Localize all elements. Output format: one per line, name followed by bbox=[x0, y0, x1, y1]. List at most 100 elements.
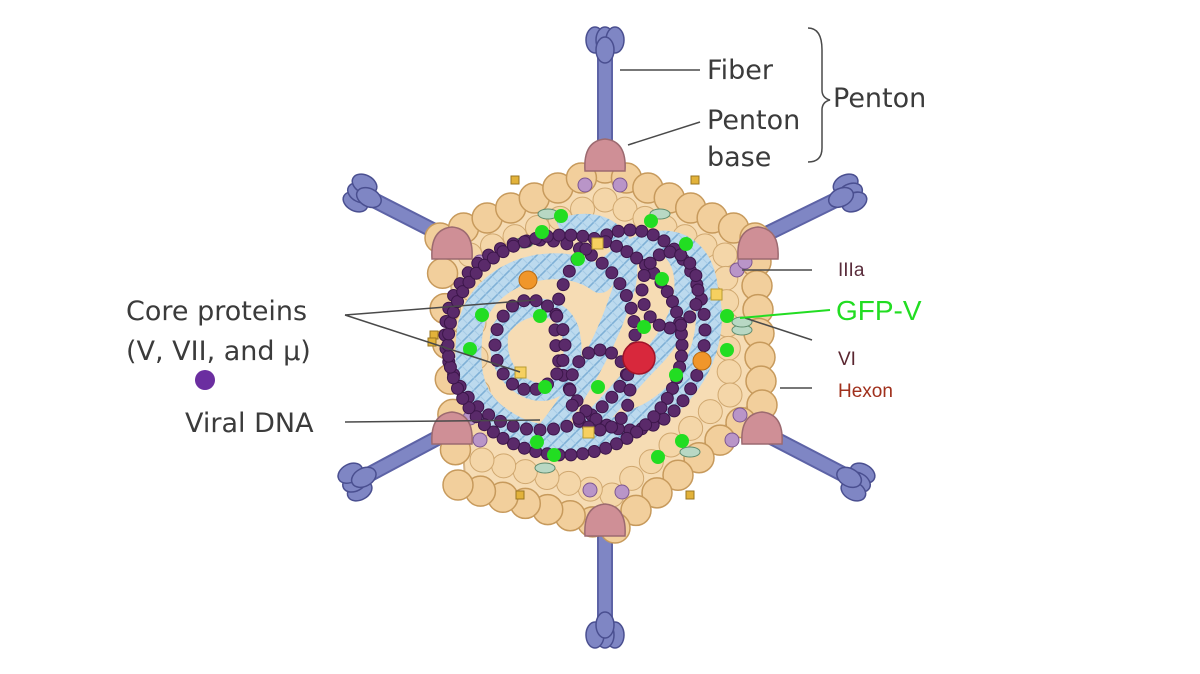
dna-bead bbox=[587, 445, 601, 458]
dna-bead bbox=[605, 266, 619, 280]
dna-bead bbox=[533, 423, 547, 437]
dna-bead bbox=[477, 418, 491, 432]
penton-base bbox=[737, 226, 779, 260]
dna-bead bbox=[564, 228, 578, 242]
protein-iiia bbox=[577, 177, 593, 193]
penton-base-label-line2: base bbox=[707, 142, 771, 173]
dna-bead bbox=[552, 292, 566, 306]
dna-bead bbox=[572, 355, 586, 369]
dna-bead bbox=[690, 368, 704, 382]
iiia-label: IIIa bbox=[838, 260, 865, 281]
gfp-v-leader bbox=[739, 309, 831, 319]
penton-base bbox=[584, 138, 626, 172]
fiber-knob bbox=[342, 173, 382, 213]
protein-vi bbox=[679, 446, 701, 458]
dna-bead bbox=[563, 383, 577, 397]
gfp-dot bbox=[669, 368, 683, 382]
dna-bead bbox=[683, 256, 697, 270]
viral-dna-label: Viral DNA bbox=[185, 408, 314, 439]
dna-bead bbox=[630, 251, 644, 265]
dna-bead bbox=[520, 422, 533, 436]
dna-bead bbox=[670, 305, 684, 319]
dna-bead bbox=[611, 224, 625, 238]
dna-bead bbox=[572, 411, 586, 425]
fiber-knob-lobe bbox=[595, 611, 615, 639]
dna-bead bbox=[442, 349, 456, 363]
hexon-subunit bbox=[662, 459, 694, 492]
protein-iiia bbox=[614, 484, 630, 500]
dna-bead bbox=[605, 390, 619, 404]
dna-bead bbox=[558, 338, 572, 352]
dna-bead bbox=[614, 411, 628, 425]
dna-bead bbox=[660, 285, 674, 299]
gfp-dot bbox=[720, 309, 734, 323]
dna-bead bbox=[442, 327, 456, 341]
hexon-inner-subunit bbox=[469, 447, 495, 473]
dna-bead bbox=[443, 360, 457, 374]
dna-bead bbox=[689, 269, 703, 282]
dna-bead bbox=[507, 437, 520, 451]
dna-bead bbox=[637, 269, 651, 282]
hexon-label: Hexon bbox=[838, 381, 893, 402]
core-protein-square bbox=[514, 366, 527, 379]
dna-bead bbox=[560, 419, 574, 433]
vi-leader bbox=[744, 317, 813, 341]
dna-helix-loop-1 bbox=[532, 213, 638, 448]
gfp-dot bbox=[535, 225, 549, 239]
dna-bead bbox=[654, 401, 668, 415]
gfp-dot bbox=[547, 448, 561, 462]
penton-base-label-line1: Penton bbox=[707, 105, 800, 136]
dna-bead bbox=[628, 328, 642, 342]
gfp-dot bbox=[720, 343, 734, 357]
dna-bead bbox=[556, 353, 570, 367]
fiber-knob-lobe bbox=[595, 36, 615, 64]
dna-bead bbox=[643, 310, 657, 324]
dna-bead bbox=[663, 245, 677, 259]
core-protein-orange bbox=[692, 351, 712, 371]
hexon-inner-subunit bbox=[697, 399, 723, 425]
protein-iiia bbox=[724, 432, 740, 448]
fiber-knob-lobe bbox=[355, 186, 382, 209]
dna-bead bbox=[610, 437, 623, 451]
dna-bead bbox=[689, 298, 703, 311]
core-proteins-label-line2: (V, VII, and μ) bbox=[126, 336, 311, 367]
hexon-inner-subunit bbox=[619, 465, 645, 491]
dna-bead bbox=[697, 307, 711, 321]
dna-bead bbox=[698, 323, 712, 337]
gfp-dot bbox=[554, 209, 568, 223]
dna-bead bbox=[660, 391, 674, 405]
core-proteins-label-line1: Core proteins bbox=[126, 296, 307, 327]
dna-bead bbox=[547, 422, 560, 436]
protein-vi bbox=[534, 462, 556, 474]
dna-bead bbox=[647, 410, 661, 424]
gfp-dot bbox=[679, 237, 693, 251]
gfp-dot bbox=[530, 435, 544, 449]
dna-bead bbox=[652, 248, 666, 262]
core-protein-square bbox=[582, 426, 595, 439]
dna-bead bbox=[605, 346, 618, 360]
gfp-dot bbox=[591, 380, 605, 394]
dna-bead bbox=[674, 248, 688, 262]
hexon-inner-subunit bbox=[717, 382, 743, 408]
dna-bead bbox=[637, 298, 651, 311]
penton-brace bbox=[807, 27, 831, 163]
dna-bead bbox=[593, 343, 607, 357]
hexon-inner-subunit bbox=[512, 459, 538, 485]
dna-bead bbox=[462, 275, 476, 289]
dna-bead bbox=[507, 239, 520, 253]
dna-bead bbox=[666, 381, 679, 395]
dna-bead bbox=[593, 423, 607, 437]
dna-bead bbox=[635, 224, 649, 238]
protein-small bbox=[510, 175, 520, 185]
dna-bead bbox=[486, 251, 500, 265]
dna-bead bbox=[488, 338, 502, 352]
dna-bead bbox=[623, 223, 637, 237]
dna-bead bbox=[564, 448, 578, 462]
core-leader-1 bbox=[344, 299, 536, 316]
penton-label: Penton bbox=[833, 83, 926, 114]
dna-bead bbox=[456, 391, 470, 405]
core-protein-square bbox=[591, 237, 604, 250]
dna-bead bbox=[506, 299, 519, 313]
dna-bead bbox=[620, 431, 634, 445]
dna-bead bbox=[697, 339, 711, 353]
